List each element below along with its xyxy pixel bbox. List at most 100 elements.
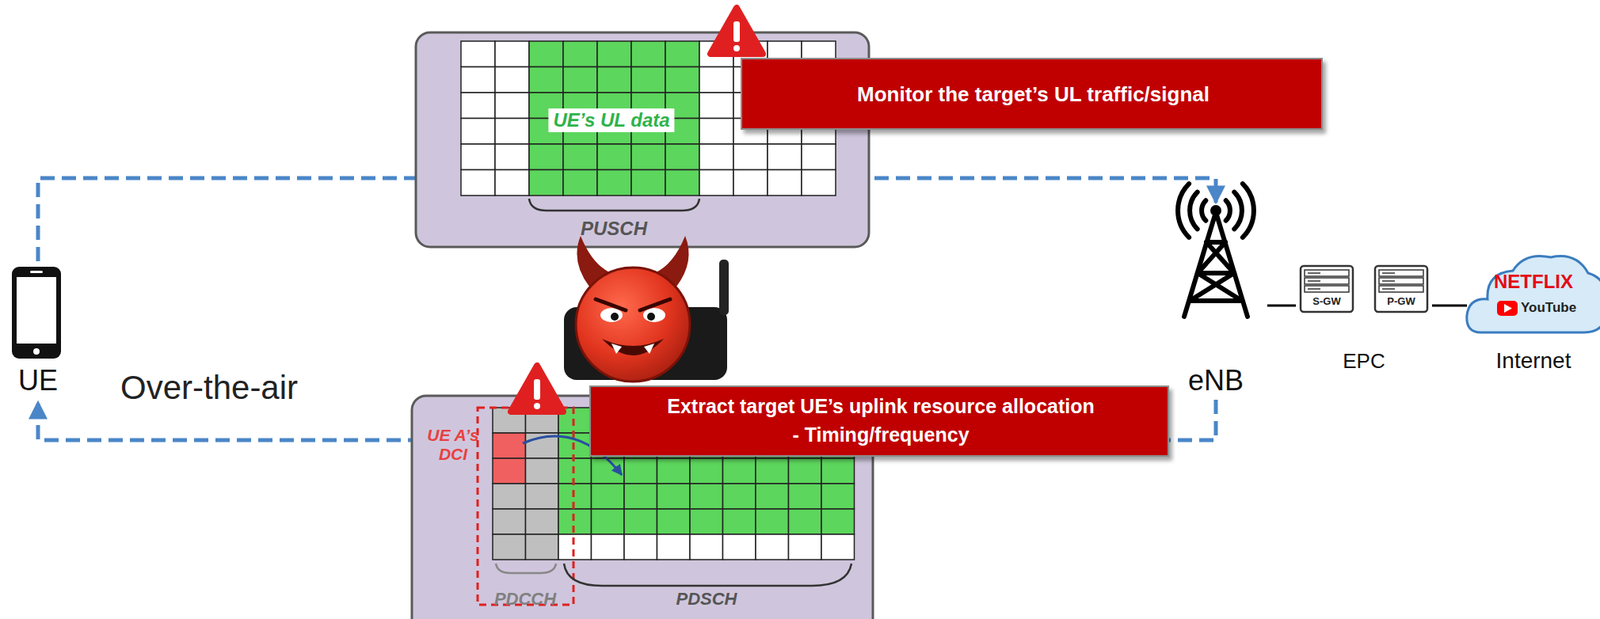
grid-cell <box>699 41 734 68</box>
bracket <box>495 563 557 574</box>
grid-cell <box>563 144 598 171</box>
channel-label: PUSCH <box>580 217 648 240</box>
grid-cell <box>821 458 855 484</box>
cloud-icon <box>1466 255 1600 333</box>
server-slot <box>1304 270 1349 277</box>
brand-logo: YouTube <box>1520 300 1577 317</box>
grid-cell <box>529 144 564 171</box>
grid-cell <box>460 92 496 119</box>
medium-label: Over-the-air <box>120 369 298 408</box>
warning-icon <box>510 365 564 412</box>
grid-cell <box>624 534 658 560</box>
grid-cell <box>529 41 564 68</box>
warning-mark <box>733 45 740 52</box>
node-label: eNB <box>1188 364 1244 397</box>
devil-pupil <box>610 312 619 321</box>
grid-cell <box>699 92 734 119</box>
bracket <box>563 563 852 587</box>
devil-eye <box>600 308 623 323</box>
base-station: eNB <box>1164 202 1268 400</box>
grid-cell <box>788 509 823 535</box>
grid-cell <box>591 458 625 484</box>
callout-text: Extract target UE’s uplink resource allo… <box>666 395 1095 419</box>
server-slot <box>1382 272 1395 275</box>
server-icon <box>1300 266 1353 313</box>
server-icon <box>1375 266 1428 313</box>
grid-cell <box>563 41 598 68</box>
grid-cell <box>597 41 632 68</box>
bracket <box>529 198 700 211</box>
grid-cell <box>755 483 789 510</box>
grid-cell <box>525 509 560 535</box>
grid-cell <box>631 41 666 68</box>
grid-cell <box>495 170 530 197</box>
grid-cell <box>723 458 757 484</box>
devil-fang <box>643 343 655 355</box>
devil-eye <box>643 308 666 323</box>
grid-cell <box>755 509 789 535</box>
callout-box: Extract target UE’s uplink resource allo… <box>589 385 1170 458</box>
grid-cell <box>597 67 632 94</box>
server-slot <box>1382 280 1395 282</box>
grid-cell <box>767 170 802 197</box>
grid-cell <box>699 170 734 197</box>
grid-cell <box>558 433 592 459</box>
grid-cell <box>492 458 526 484</box>
grid-cell <box>733 170 768 197</box>
gateway-server: S-GW <box>1300 266 1353 313</box>
grid-cell <box>699 144 734 171</box>
devil-horn <box>654 236 690 287</box>
grid-cell <box>558 458 592 484</box>
youtube-play <box>1504 304 1513 313</box>
youtube-logo <box>1497 300 1518 317</box>
grid-cell <box>492 433 526 459</box>
devil-brow <box>595 299 626 311</box>
grid-cell <box>460 170 496 197</box>
grid-cell <box>525 483 560 510</box>
grid-cell <box>801 170 836 197</box>
phone-button <box>33 348 40 355</box>
grid-cell <box>821 509 855 535</box>
server-label: P-GW <box>1386 296 1415 309</box>
grid-cell <box>801 144 836 171</box>
node-label: UE <box>18 364 58 397</box>
attacker-device <box>563 307 728 381</box>
server-slot <box>1379 285 1424 293</box>
internet-cloud: NETFLIXYouTubeInternet <box>1466 247 1600 386</box>
grid-cell <box>699 67 734 94</box>
grid-cell <box>495 118 530 145</box>
server-slot <box>1304 278 1349 285</box>
grid-cell <box>525 534 560 560</box>
grid-cell <box>689 534 724 560</box>
tower-icon <box>1177 183 1254 317</box>
grid-cell <box>657 534 691 560</box>
devil-fang <box>611 343 622 355</box>
grid-cell <box>492 483 526 510</box>
channel-label: PDSCH <box>675 589 737 610</box>
warning-mark <box>733 21 740 42</box>
grid-cell <box>689 483 724 510</box>
phone-speaker <box>30 270 43 274</box>
grid-cell <box>495 92 530 119</box>
grid-cell <box>591 534 625 560</box>
grid-cell <box>631 144 666 171</box>
grid-cell <box>723 509 757 535</box>
server-label: S-GW <box>1312 296 1341 309</box>
grid-cell <box>460 67 496 94</box>
grid-cell <box>529 67 564 94</box>
warning-mark <box>533 403 541 410</box>
warning-mark <box>533 379 541 400</box>
grid-cell <box>495 41 530 68</box>
devil-pupil <box>647 312 656 321</box>
grid-cell <box>492 534 526 560</box>
grid-cell <box>563 67 598 94</box>
grid-cell <box>689 458 724 484</box>
warning-icon <box>710 7 763 54</box>
grid-cell <box>723 483 757 510</box>
grid-cell <box>525 407 560 434</box>
grid-cell <box>755 534 789 560</box>
grid-cell <box>529 170 564 197</box>
attacker-antenna <box>719 259 729 316</box>
grid-cell <box>624 458 658 484</box>
